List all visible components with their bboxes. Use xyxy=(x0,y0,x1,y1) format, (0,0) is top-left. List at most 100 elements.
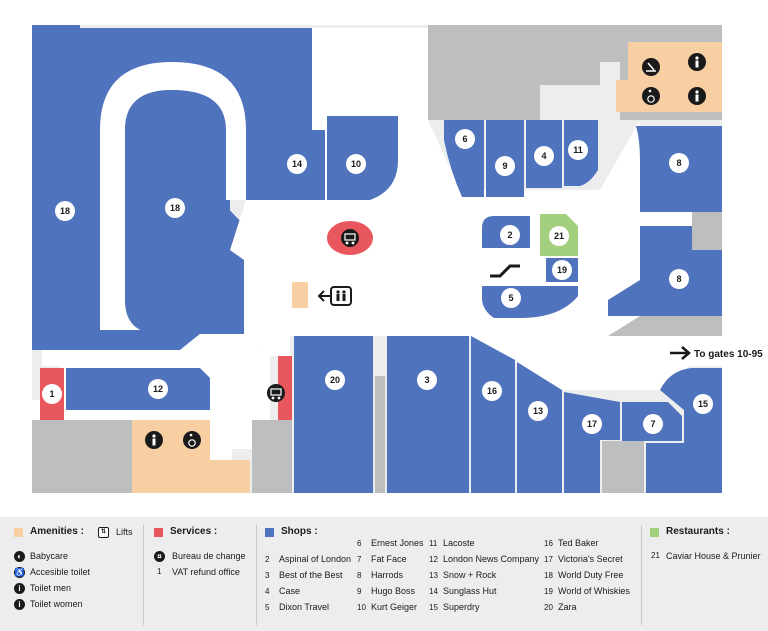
unit-marker-11 xyxy=(568,140,588,160)
unit-8-bottom[interactable] xyxy=(608,226,722,316)
service-swatch xyxy=(154,528,163,537)
legend-restaurant-number: 21 xyxy=(651,551,660,560)
legend-service-number: 1 xyxy=(157,567,162,576)
shop-legend-name: Zara xyxy=(558,602,577,612)
gates-direction-sign[interactable]: To gates 10-95 xyxy=(670,346,763,360)
bureau-de-change-south[interactable] xyxy=(278,356,292,420)
unit-17[interactable] xyxy=(564,392,620,493)
unit-marker-7 xyxy=(643,414,663,434)
toilet-men-icon-lower xyxy=(145,431,163,449)
unit-marker-13 xyxy=(528,401,548,421)
unit-marker-10 xyxy=(346,154,366,174)
lift-block xyxy=(292,282,308,308)
unit-16[interactable] xyxy=(471,336,515,493)
shop-legend-number: 8 xyxy=(357,571,362,580)
amenity-block-lower-wide xyxy=(132,460,250,493)
unit-number-20: 20 xyxy=(330,375,340,385)
shop-legend-name: Sunglass Hut xyxy=(443,586,497,596)
unit-number-5: 5 xyxy=(508,293,513,303)
unit-13[interactable] xyxy=(517,362,562,493)
unit-marker-21 xyxy=(549,226,569,246)
legend-toilet-men: Toilet men xyxy=(30,583,72,593)
unit-number-15: 15 xyxy=(698,399,708,409)
unit-marker-14 xyxy=(287,154,307,174)
shop-legend-number: 16 xyxy=(544,539,553,548)
unit-marker-1 xyxy=(42,384,62,404)
unit-number-11: 11 xyxy=(573,145,583,155)
legend-restaurants: Restaurants : 21 Caviar House & Prunier xyxy=(642,517,768,631)
babycare-icon xyxy=(642,58,660,76)
shop-swatch xyxy=(265,528,274,537)
shop-legend-number: 13 xyxy=(429,571,438,580)
bureau-de-change-icon: ¤ xyxy=(154,551,165,562)
shop-legend-name: Fat Face xyxy=(371,554,407,564)
shop-legend-item: 9 Hugo Boss xyxy=(357,584,424,598)
restaurant-swatch xyxy=(650,528,659,537)
shop-legend-number: 20 xyxy=(544,603,553,612)
unit-marker-19 xyxy=(552,260,572,280)
accessible-toilet-icon-top xyxy=(642,87,660,105)
bureau-de-change-icon-south xyxy=(267,384,285,402)
unit-18-inner[interactable] xyxy=(125,90,244,334)
unit-number-10: 10 xyxy=(351,159,361,169)
legend-divider xyxy=(256,525,257,625)
toilet-men-icon: i xyxy=(14,583,25,594)
shop-legend-name: Lacoste xyxy=(443,538,475,548)
shop-legend-item: 12 London News Company xyxy=(429,552,539,566)
unit-number-1: 1 xyxy=(49,389,54,399)
toilet-women-icon: i xyxy=(14,599,25,610)
legend-accessible-toilet: Accesible toilet xyxy=(30,567,91,577)
shop-legend-name: Ted Baker xyxy=(558,538,599,548)
shop-legend-number: 4 xyxy=(265,587,270,596)
unit-number-14: 14 xyxy=(292,159,302,169)
unit-marker-9 xyxy=(495,156,515,176)
shop-legend-name: Dixon Travel xyxy=(279,602,330,612)
shop-legend-name: Ernest Jones xyxy=(371,538,424,548)
unit-number-18: 18 xyxy=(60,206,70,216)
lifts-icon: ⇅ xyxy=(98,527,109,538)
lifts-icon xyxy=(317,286,352,306)
amenity-swatch xyxy=(14,528,23,537)
accessible-toilet-icon-lower xyxy=(183,431,201,449)
shop-legend-name: Victoria's Secret xyxy=(558,554,623,564)
shop-legend-name: Case xyxy=(279,586,301,596)
accessible-toilet-icon: ♿ xyxy=(14,567,25,578)
unit-marker-18 xyxy=(55,201,75,221)
amenity-block-mid xyxy=(616,80,722,112)
unit-3[interactable] xyxy=(387,336,469,493)
unit-number-4: 4 xyxy=(541,151,546,161)
unit-20[interactable] xyxy=(294,336,373,493)
unit-number-18: 18 xyxy=(170,203,180,213)
shop-legend-name: London News Company xyxy=(443,554,540,564)
restaurants-heading: Restaurants : xyxy=(666,526,730,537)
shop-legend-item: 16 Ted Baker xyxy=(544,536,630,550)
shop-legend-name: Hugo Boss xyxy=(371,586,416,596)
shop-legend-name: Best of the Best xyxy=(279,570,343,580)
lifts-label: Lifts xyxy=(116,527,133,537)
gates-label: To gates 10-95 xyxy=(694,349,763,360)
shop-legend-item: 20 Zara xyxy=(544,600,630,614)
unit-marker-2 xyxy=(500,225,520,245)
shop-legend-number: 18 xyxy=(544,571,553,580)
shop-legend-number: 9 xyxy=(357,587,362,596)
unit-number-6: 6 xyxy=(462,134,467,144)
shop-legend-name: World of Whiskies xyxy=(558,586,630,596)
unit-number-8: 8 xyxy=(676,158,681,168)
legend-bureau-de-change: Bureau de change xyxy=(172,551,246,561)
shop-legend-number: 12 xyxy=(429,555,438,564)
unit-number-12: 12 xyxy=(153,384,163,394)
unit-12[interactable] xyxy=(66,368,210,410)
unit-number-21: 21 xyxy=(554,231,564,241)
